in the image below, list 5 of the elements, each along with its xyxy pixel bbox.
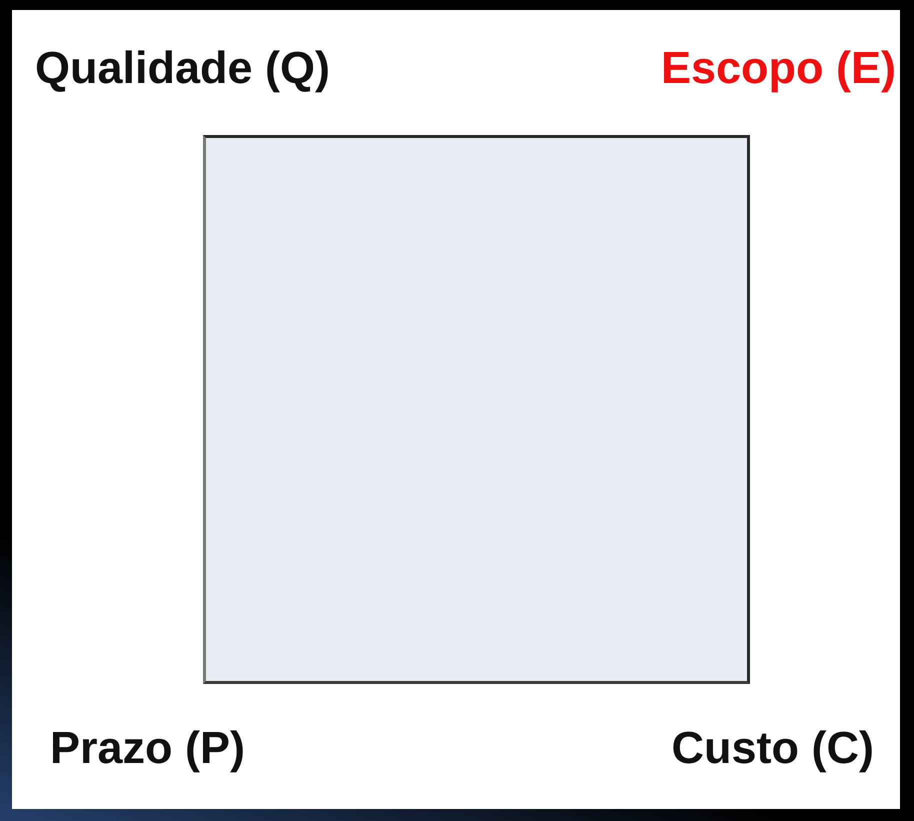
corner-label: Prazo (P) [50,722,246,774]
corner-label: Custo (C) [672,722,874,774]
corner-label: Escopo (E) [660,42,896,94]
square-box [203,135,750,684]
corner-label: Qualidade (Q) [35,42,330,94]
